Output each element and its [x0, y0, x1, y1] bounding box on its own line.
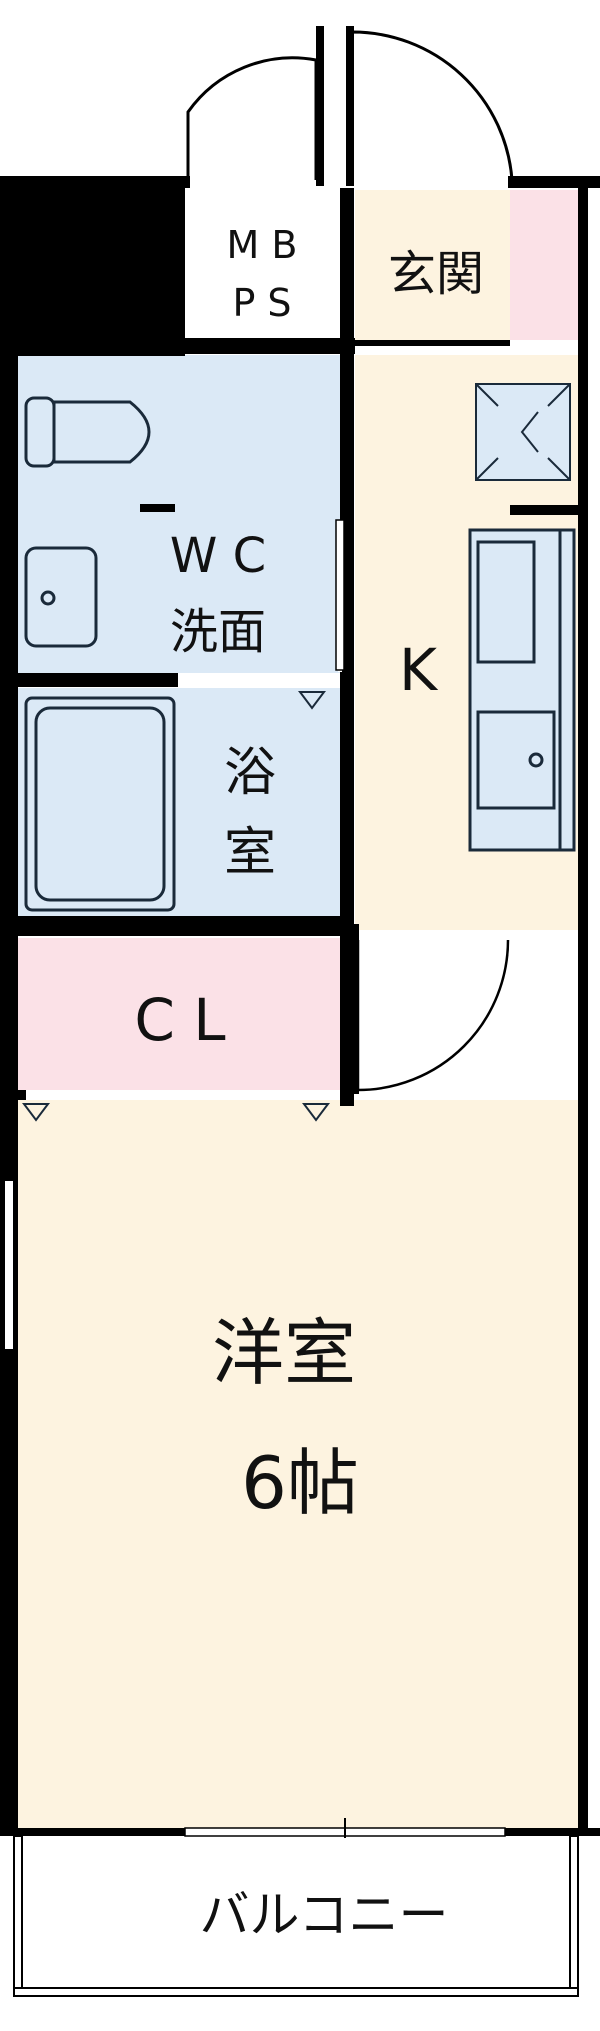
wc-label-line2: 洗面 — [170, 604, 266, 660]
bath-label-line1: 浴 — [224, 743, 276, 803]
closet-label: C L — [134, 986, 225, 1054]
mbps-label-line1: M B — [227, 223, 298, 267]
wall-genkan-step — [354, 340, 510, 346]
wall-kitchen-nub — [510, 505, 578, 515]
balcony-rail-left — [13, 1835, 23, 1997]
genkan-pink-fill — [510, 190, 578, 340]
western-room-door — [356, 939, 510, 1092]
closet-door-marker-right — [302, 1103, 330, 1122]
western-room-fill — [18, 1100, 580, 1830]
bath-label-line2: 室 — [224, 823, 276, 883]
closet-door-marker-left — [22, 1103, 50, 1122]
bath-door-marker — [298, 691, 326, 710]
balcony-rail-bottom — [13, 1987, 579, 1997]
toilet-icon — [24, 396, 151, 468]
bathtub-icon — [24, 696, 176, 912]
mbps-label-line2: P S — [232, 281, 291, 325]
balcony-rail-right — [569, 1835, 579, 1997]
closet-fill — [18, 938, 340, 1090]
genkan-label: 玄関 — [388, 246, 484, 302]
entrance-door-right — [350, 30, 514, 181]
wall-top-right — [508, 176, 600, 188]
sink-icon — [24, 546, 98, 648]
balcony-label: バルコニー — [200, 1886, 449, 1944]
wall-wc-nub — [140, 504, 175, 512]
kitchen-label: K — [399, 636, 439, 704]
western-room-label-line1: 洋室 — [212, 1311, 356, 1395]
refrigerator-icon — [475, 383, 571, 481]
door-jamb-right — [346, 26, 354, 186]
mbps-fill — [185, 190, 345, 340]
wall-kitchen-bottom — [354, 924, 359, 1094]
wall-bath-closet — [18, 916, 354, 936]
entrance-door-left — [186, 56, 318, 180]
wall-column — [0, 176, 185, 356]
genkan-fill — [355, 190, 510, 340]
kitchen-counter-icon — [468, 528, 576, 852]
wall-closet-room — [18, 1090, 26, 1100]
wall-genkan-mbps — [340, 188, 354, 938]
window-left — [3, 1179, 15, 1351]
wall-wc-bath — [18, 673, 178, 687]
wall-mbps-bottom — [185, 338, 355, 354]
door-jamb — [316, 26, 324, 186]
western-room-label-line2: 6帖 — [241, 1441, 359, 1525]
wall-left-thick — [0, 176, 18, 1836]
wc-door-slot — [335, 519, 345, 671]
balcony-fill — [20, 1836, 580, 1994]
wall-closet-right — [340, 936, 354, 1106]
wc-label-line1: W C — [170, 528, 266, 584]
wall-right — [578, 176, 588, 1836]
